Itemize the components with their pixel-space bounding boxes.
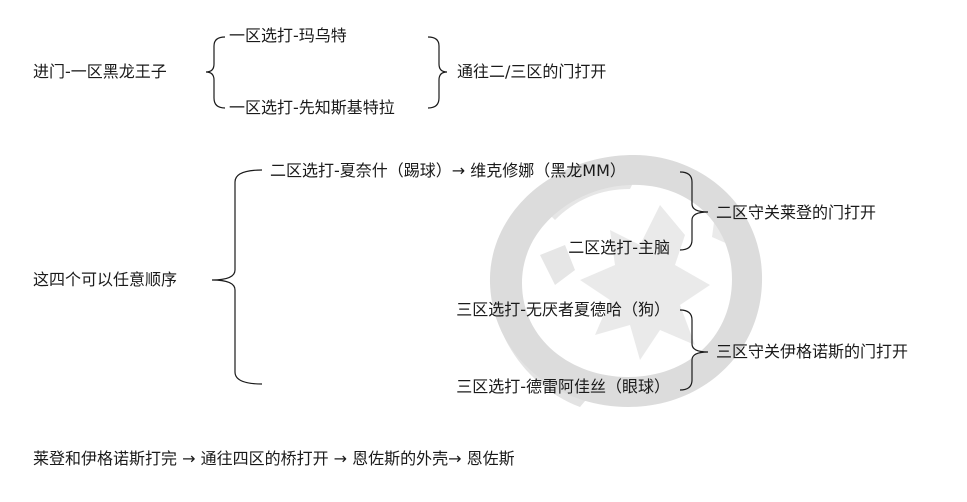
row1-right-brace [427, 36, 448, 109]
group-order-note: 这四个可以任意顺序 [33, 270, 178, 289]
zone2-boss-line2: 二区选打-主脑 [568, 238, 670, 257]
zone1-result: 通往二/三区的门打开 [457, 62, 607, 81]
watermark-brush-circle [489, 154, 763, 407]
zone3-boss-line2: 三区选打-德雷阿佳丝（眼球） [456, 377, 670, 396]
zone2-result: 二区守关莱登的门打开 [716, 203, 877, 222]
zone1-boss-option-bottom: 一区选打-先知斯基特拉 [229, 98, 395, 117]
zone1-boss-option-top: 一区选打-玛乌特 [229, 26, 347, 45]
zone3-result: 三区守关伊格诺斯的门打开 [716, 342, 909, 361]
zone2-boss-line1: 二区选打-夏奈什（踢球）→ 维克修娜（黑龙MM） [270, 161, 626, 180]
group-left-brace [211, 169, 263, 385]
zone3-right-brace [679, 309, 709, 391]
watermark-logo [489, 154, 763, 407]
entrance-node: 进门-一区黑龙王子 [33, 62, 167, 81]
final-sequence: 莱登和伊格诺斯打完 → 通往四区的桥打开 → 恩佐斯的外壳→ 恩佐斯 [33, 449, 515, 468]
zone2-right-brace [679, 171, 709, 251]
row1-left-brace [205, 36, 226, 109]
zone3-boss-line1: 三区选打-无厌者夏德哈（狗） [456, 300, 670, 319]
